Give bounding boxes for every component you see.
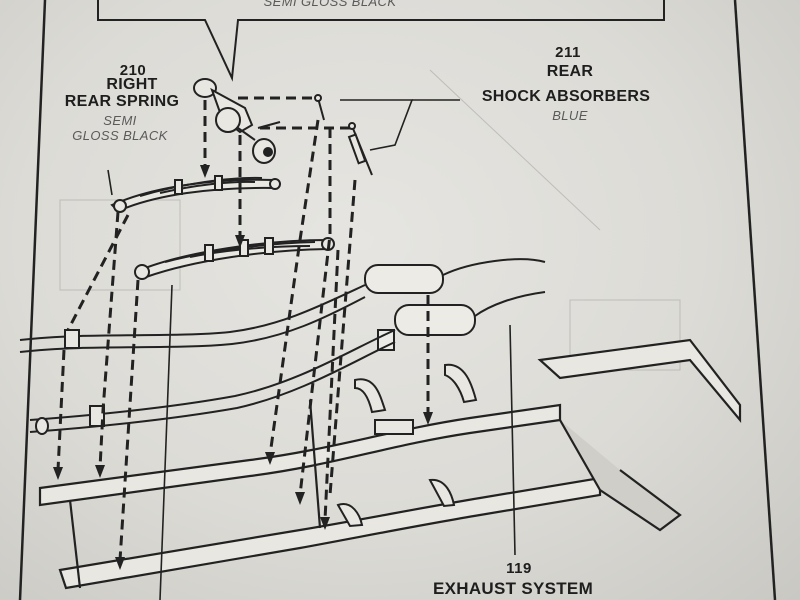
spring-part-number: 210 <box>119 62 147 79</box>
top-callout-box <box>97 0 665 82</box>
top-finish-label: SEMI GLOSS BLACK <box>263 0 397 9</box>
leaf-spring-upper <box>110 175 281 213</box>
exhaust-pipes <box>19 284 396 435</box>
spring-name-line1: RIGHT <box>106 76 158 93</box>
leaf-spring-lower <box>134 237 335 280</box>
shock-finish-label: BLUE <box>552 108 588 123</box>
assembly-guide-lines <box>56 96 430 561</box>
frame-brackets <box>336 363 478 528</box>
shock-part-number: 211 <box>555 44 581 61</box>
spring-finish-line1: SEMI <box>103 113 137 128</box>
shock-absorber-parts <box>314 94 373 176</box>
page-border-left <box>18 0 47 600</box>
shock-name-line1: REAR <box>546 63 594 80</box>
shock-name-line2: SHOCK ABSORBERS <box>481 88 651 105</box>
spring-finish-line2: GLOSS BLACK <box>72 128 168 143</box>
exhaust-part-number: 119 <box>506 560 532 577</box>
callout-leader-lines <box>107 99 516 600</box>
page-border-right <box>733 0 777 600</box>
assembly-arrowheads <box>53 165 433 570</box>
spring-name-line2: REAR SPRING <box>64 93 180 110</box>
exhaust-name-label: EXHAUST SYSTEM <box>432 579 594 598</box>
muffler-parts <box>364 258 546 351</box>
rear-axle-part <box>193 78 281 164</box>
chassis-frame <box>38 338 742 590</box>
